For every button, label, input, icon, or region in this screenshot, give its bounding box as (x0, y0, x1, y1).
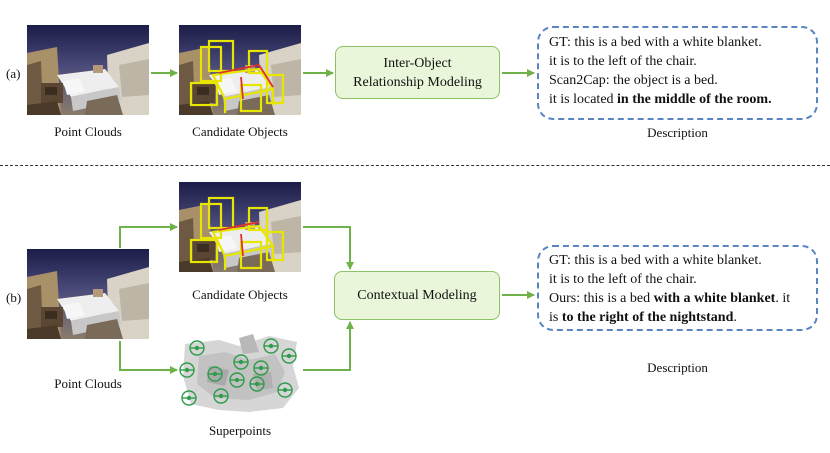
panel-b-description-label: Description (647, 360, 708, 375)
arrow-b-cloud-to-candidates (119, 223, 178, 248)
panel-a-point-clouds-label: Point Clouds (54, 124, 122, 139)
desc-a-line4-bold: in the middle of the room (617, 92, 769, 107)
desc-b-line3-end: . it (775, 291, 791, 306)
panel-b-description-box: GT: this is a bed with a white blanket. … (537, 245, 818, 331)
panel-a-candidate-objects-label: Candidate Objects (192, 124, 288, 139)
panel-b-superpoints-label: Superpoints (208, 423, 272, 438)
panel-a-tag: (a) (6, 66, 21, 81)
panel-a-description-box: GT: this is a bed with a white blanket. … (537, 26, 818, 120)
desc-a-line2: it is to the left of the chair. (549, 54, 697, 69)
panel-a-candidate-objects-image (179, 25, 301, 115)
arrow-b-superpoints-to-module (303, 321, 354, 371)
desc-b-line2: it is to the left of the chair. (549, 272, 697, 287)
panel-b-tag: (b) (6, 290, 22, 305)
panel-b-superpoints-image (179, 326, 301, 416)
panel-divider (0, 165, 830, 166)
panel-b-point-clouds-label: Point Clouds (54, 376, 122, 391)
desc-a-line3: Scan2Cap: the object is a bed. (549, 73, 718, 88)
desc-b-line1: GT: this is a bed with a white blanket. (549, 253, 762, 268)
module-a-line1: Inter-Object (383, 55, 452, 71)
desc-a-line1: GT: this is a bed with a white blanket. (549, 35, 762, 50)
module-a-line2: Relationship Modeling (353, 74, 482, 90)
module-b-label: Contextual Modeling (357, 288, 477, 303)
panel-b-candidate-objects-label: Candidate Objects (192, 287, 288, 302)
desc-a-line4-plain: it is located (549, 92, 618, 107)
desc-b-line4-plain: is (549, 310, 562, 325)
desc-a-line4-end: . (768, 92, 772, 107)
desc-a-line4: it is located in the middle of the room. (549, 90, 806, 109)
panel-b-candidate-objects-image (179, 182, 301, 272)
desc-b-line3-bold: with a white blanket (653, 291, 776, 306)
contextual-modeling-module: Contextual Modeling (334, 271, 500, 320)
desc-b-line4-bold: to the right of the nightstand (561, 310, 734, 325)
desc-b-line3: Ours: this is a bed with a white blanket… (549, 289, 806, 308)
panel-a-description-label: Description (647, 125, 708, 140)
inter-object-relationship-modeling-module: Inter-Object Relationship Modeling (335, 46, 500, 99)
desc-b-line3-plain: Ours: this is a bed (549, 291, 654, 306)
desc-b-line4: is to the right of the nightstand. (549, 308, 806, 327)
desc-b-line4-end: . (733, 310, 737, 325)
arrow-b-candidates-to-module (303, 226, 354, 270)
arrow-b-cloud-to-superpoints (119, 341, 178, 374)
